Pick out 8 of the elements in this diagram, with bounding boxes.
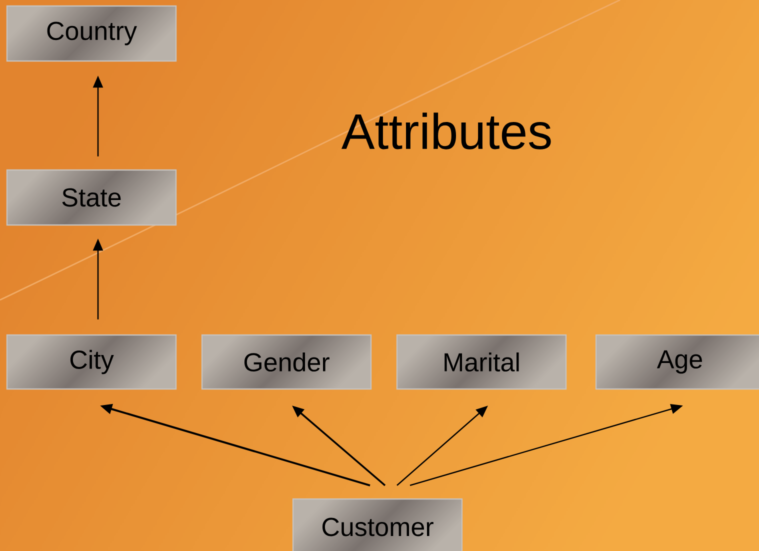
attribute-box: Gender bbox=[201, 334, 372, 390]
attribute-box: City bbox=[6, 334, 177, 390]
attribute-box: Age bbox=[595, 334, 759, 390]
attribute-box: Customer bbox=[292, 498, 463, 551]
title: Attributes bbox=[342, 112, 551, 150]
attribute-box: State bbox=[6, 169, 177, 226]
attribute-box: Country bbox=[6, 5, 177, 62]
attribute-box: Marital bbox=[396, 334, 567, 390]
